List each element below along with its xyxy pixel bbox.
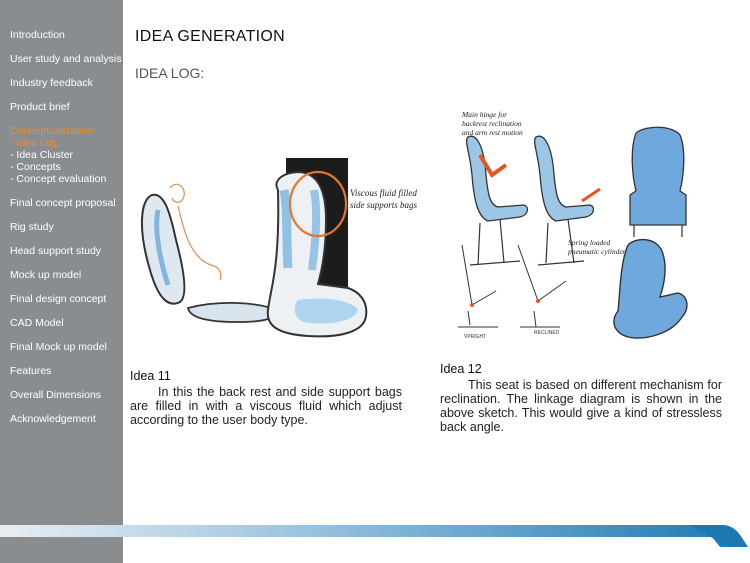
nav-features[interactable]: Features	[10, 365, 52, 377]
nav-overall-dimensions[interactable]: Overall Dimensions	[10, 389, 102, 401]
nav-final-design-concept[interactable]: Final design concept	[10, 293, 107, 305]
idea-11-sketch: Viscous fluid filled side supports bags	[141, 158, 418, 338]
diagram-label-upright: VPRIGHT	[464, 334, 486, 340]
nav-industry-feedback[interactable]: Industry feedback	[10, 77, 93, 89]
nav-acknowledgement[interactable]: Acknowledgement	[10, 413, 96, 425]
nav-sub-concepts[interactable]: - Concepts	[10, 161, 61, 173]
note-hinge-1: Main hinge for	[461, 110, 507, 119]
nav-sub-concept-evaluation[interactable]: - Concept evaluation	[10, 173, 107, 185]
page-title: IDEA GENERATION	[135, 28, 286, 45]
nav-conceptualization[interactable]: Conceptualization	[10, 125, 94, 137]
nav-head-support-study[interactable]: Head support study	[10, 245, 102, 257]
annotation-viscous-2: side supports bags	[350, 200, 418, 210]
nav-cad-model[interactable]: CAD Model	[10, 317, 64, 329]
idea-11-label: Idea 11	[130, 369, 171, 383]
idea-12-sketch: Main hinge for backrest reclination and …	[458, 110, 688, 340]
diagram-label-reclined: RECLINED	[534, 330, 560, 336]
idea-11-description: In this the back rest and side support b…	[130, 385, 402, 427]
nav-final-mock-up-model[interactable]: Final Mock up model	[10, 341, 107, 353]
note-hinge-2: backrest reclination	[462, 119, 522, 128]
nav-mock-up-model[interactable]: Mock up model	[10, 269, 82, 281]
nav-sub-idea-log[interactable]: - Idea Log	[10, 137, 58, 149]
nav-final-concept-proposal[interactable]: Final concept proposal	[10, 197, 116, 209]
nav-sub-idea-cluster[interactable]: - Idea Cluster	[10, 149, 74, 161]
footer-band	[0, 525, 748, 547]
page-subtitle: IDEA LOG:	[135, 65, 205, 81]
note-hinge-3: and arm rest motion	[462, 128, 523, 137]
nav-introduction[interactable]: Introduction	[10, 29, 65, 41]
idea-12-label: Idea 12	[440, 362, 482, 376]
sidebar-nav: Introduction User study and analysis Ind…	[0, 0, 123, 563]
nav-product-brief[interactable]: Product brief	[10, 101, 70, 113]
nav-user-study[interactable]: User study and analysis	[10, 53, 122, 65]
annotation-viscous-1: Viscous fluid filled	[350, 188, 417, 198]
note-spring-1: Spring loaded	[568, 238, 611, 247]
note-spring-2: pneumatic cylinder	[567, 247, 626, 256]
nav-rig-study[interactable]: Rig study	[10, 221, 54, 233]
idea-12-description: This seat is based on different mechanis…	[440, 378, 722, 434]
